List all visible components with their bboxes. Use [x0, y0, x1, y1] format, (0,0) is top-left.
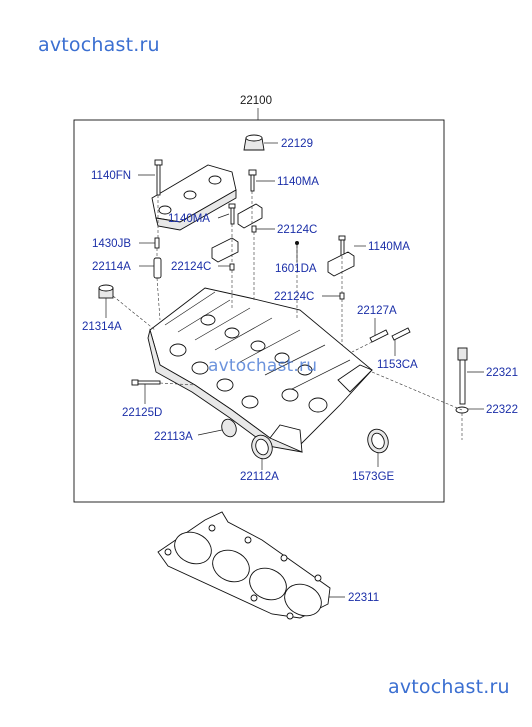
- label-22114a: 22114A: [92, 261, 131, 273]
- pin-1601da: [295, 241, 299, 245]
- head-bolt-22321: [457, 347, 468, 405]
- label-22321: 22321: [486, 367, 518, 379]
- label-22124c-lower: 22124C: [274, 291, 314, 303]
- bolt-22125d: [131, 379, 161, 386]
- label-22100: 22100: [240, 95, 272, 107]
- seal-22112a: [251, 434, 273, 460]
- plug-1573ge: [367, 428, 389, 454]
- assembly-lines: [112, 191, 463, 440]
- label-1140ma-right: 1140MA: [368, 241, 410, 253]
- label-22112a: 22112A: [240, 471, 279, 483]
- label-22124c-middle: 22124C: [171, 261, 211, 273]
- label-22124c-upper: 22124C: [277, 224, 317, 236]
- label-1140ma-upper: 1140MA: [277, 176, 319, 188]
- label-22322: 22322: [486, 404, 518, 416]
- dowel-22114a: [153, 257, 162, 279]
- bolt-1140fn: [154, 159, 163, 196]
- label-22311: 22311: [348, 592, 379, 604]
- bearing-cap-assembly: [151, 164, 237, 231]
- label-1140ma-middle: 1140MA: [168, 213, 210, 225]
- stud-22127a: [369, 327, 411, 343]
- bolt-1140ma-upper: [248, 169, 257, 192]
- label-22113a: 22113A: [154, 431, 193, 443]
- bolt-1140ma-middle: [228, 203, 263, 229]
- bearing-cap-small-a: [211, 237, 239, 263]
- bolt-1140ma-right: [327, 235, 355, 277]
- watermark-bottom: avtochast.ru: [388, 676, 510, 698]
- label-21314a: 21314A: [82, 321, 122, 333]
- pin-1430jb: [154, 237, 160, 249]
- label-1140fn: 1140FN: [91, 170, 131, 182]
- label-22127a: 22127A: [357, 305, 397, 317]
- plug-21314a: [98, 284, 114, 299]
- label-22125d: 22125D: [122, 407, 162, 419]
- label-1601da: 1601DA: [275, 263, 317, 275]
- pin-22124c-a: [251, 225, 257, 233]
- assembly-frame: [73, 119, 445, 503]
- label-1430jb: 1430JB: [92, 238, 131, 250]
- watermark-middle: avtochast.ru: [208, 356, 318, 376]
- pin-22124c-b: [229, 263, 235, 271]
- cylinder-head: [147, 287, 373, 453]
- cap-22129: [243, 134, 265, 151]
- seal-22113a: [221, 418, 237, 438]
- label-22129: 22129: [281, 138, 313, 150]
- watermark-top: avtochast.ru: [38, 34, 160, 56]
- head-gasket: [157, 511, 331, 620]
- label-1153ca: 1153CA: [377, 359, 418, 371]
- label-1573ge: 1573GE: [352, 471, 395, 483]
- pin-22124c-c: [339, 292, 345, 300]
